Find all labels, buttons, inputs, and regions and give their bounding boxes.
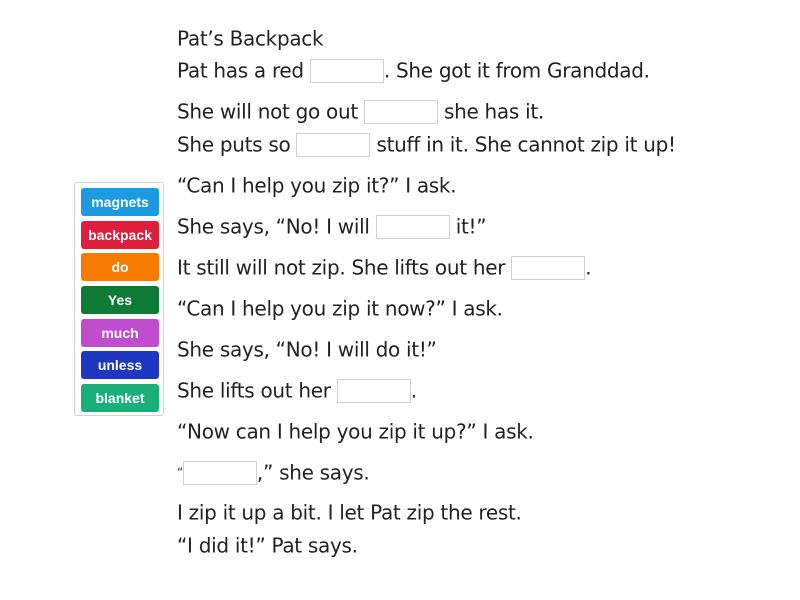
story-line-7: “Can I help you zip it now?” I ask. [177,294,503,322]
text: ,” she says. [256,460,370,485]
text: it!” [455,214,487,239]
text: . [410,378,417,403]
story-line-6: It still will not zip. She lifts out her… [177,253,592,281]
text: “Can I help you zip it now?” I ask. [177,296,503,321]
story-line-1: Pat has a red . She got it from Granddad… [177,56,650,84]
story-line-10: “Now can I help you zip it up?” I ask. [177,417,534,445]
blank-5[interactable] [511,255,586,280]
tile-magnets[interactable]: magnets [81,188,159,216]
story-line-13: “I did it!” Pat says. [177,531,358,559]
text: She will not go out [177,99,358,124]
blank-2[interactable] [363,99,438,124]
text: Pat has a red [177,58,304,83]
tile-blanket[interactable]: blanket [81,384,159,412]
story-line-2: She will not go out she has it. [177,97,544,125]
blank-1[interactable] [309,58,384,83]
text: She says, “No! I will [177,214,370,239]
blank-6[interactable] [336,378,411,403]
story-line-9: She lifts out her . [177,376,417,404]
blank-3[interactable] [296,132,371,157]
text: “Can I help you zip it?” I ask. [177,173,457,198]
text: “Now can I help you zip it up?” I ask. [177,419,534,444]
word-bank: magnets backpack do Yes much unless blan… [74,182,164,416]
text: “I did it!” Pat says. [177,533,358,558]
text: . [585,255,592,280]
text: “ [177,465,183,480]
text: It still will not zip. She lifts out her [177,255,506,280]
tile-unless[interactable]: unless [81,351,159,379]
text: She puts so [177,132,291,157]
text: she has it. [444,99,544,124]
page-title: Pat’s Backpack [177,24,324,52]
story-line-11: “ ,” she says. [177,458,370,486]
blank-4[interactable] [375,214,450,239]
text: I zip it up a bit. I let Pat zip the res… [177,500,522,525]
title-text: Pat’s Backpack [177,26,324,51]
text: She lifts out her [177,378,331,403]
blank-7[interactable] [182,460,257,485]
text: stuff in it. She cannot zip it up! [376,132,677,157]
tile-do[interactable]: do [81,253,159,281]
story-line-8: She says, “No! I will do it!” [177,335,437,363]
tile-backpack[interactable]: backpack [81,221,159,249]
story-line-3: She puts so stuff in it. She cannot zip … [177,130,676,158]
tile-much[interactable]: much [81,319,159,347]
text: She says, “No! I will do it!” [177,337,437,362]
text: . She got it from Granddad. [383,58,650,83]
story-line-12: I zip it up a bit. I let Pat zip the res… [177,498,522,526]
story-line-4: “Can I help you zip it?” I ask. [177,171,457,199]
tile-yes[interactable]: Yes [81,286,159,314]
story-line-5: She says, “No! I will it!” [177,212,487,240]
